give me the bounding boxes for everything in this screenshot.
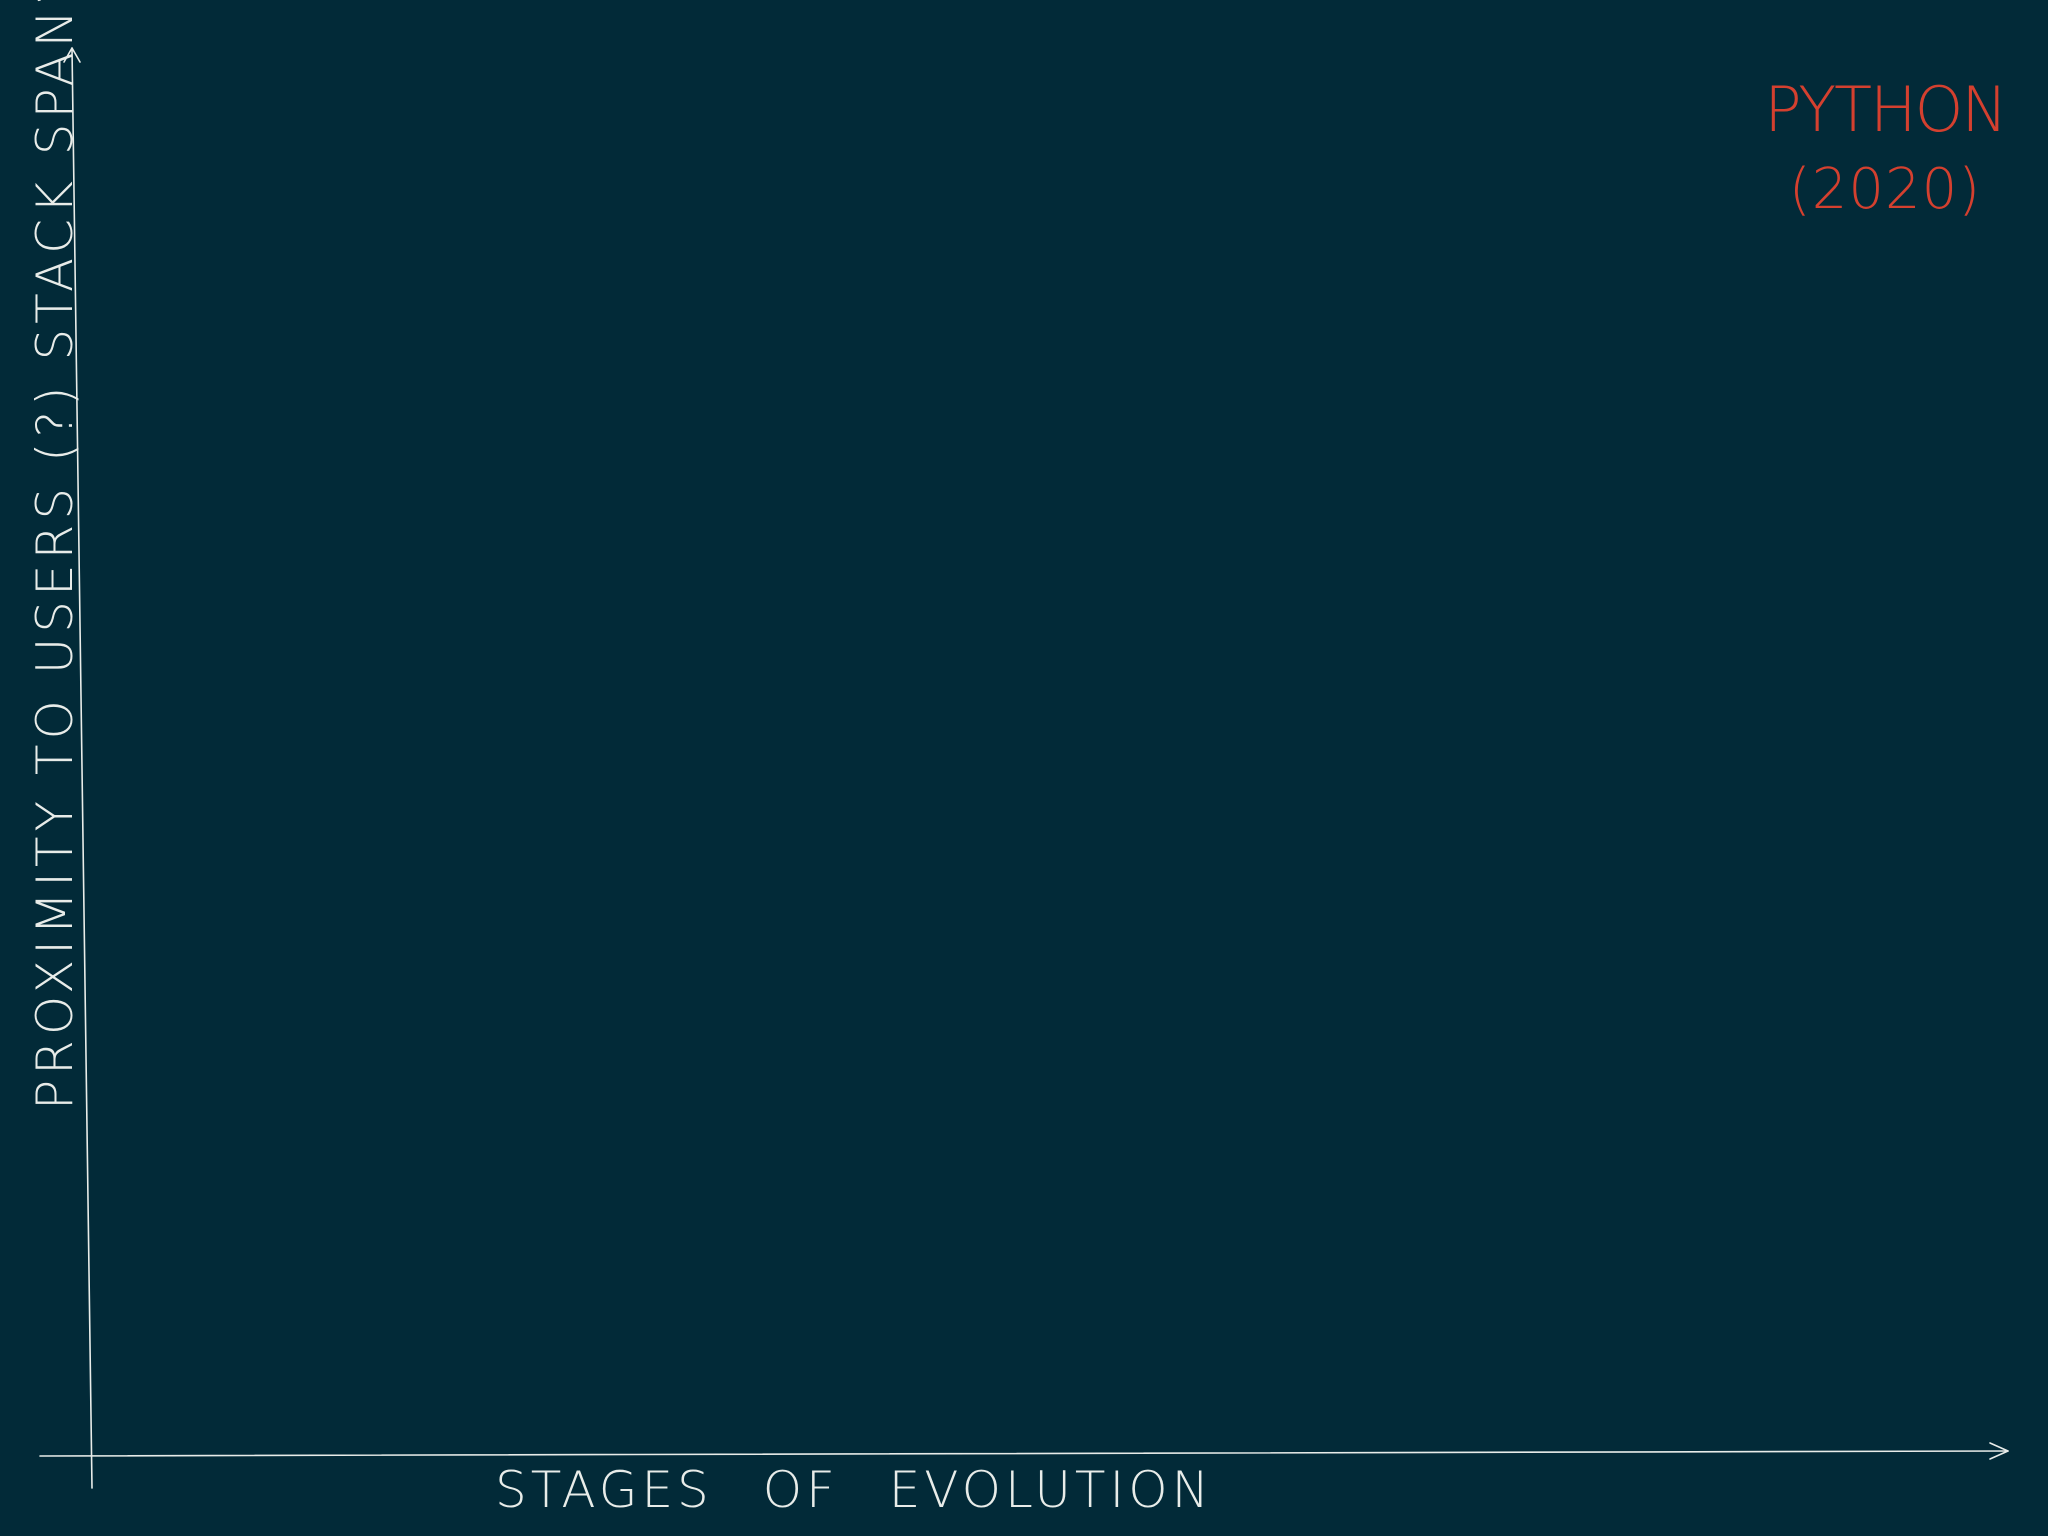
- x-axis-arrowhead-icon: [1989, 1442, 2009, 1460]
- y-axis-label: PROXIMITY TO USERS (?) STACK SPAN?: [26, 0, 84, 1110]
- x-axis-label: STAGES OF EVOLUTION: [495, 1461, 1213, 1519]
- diagram-title: PYTHON: [1764, 73, 2008, 146]
- diagram-subtitle: (2020): [1788, 157, 1982, 222]
- title-block: PYTHON (2020): [1760, 70, 2010, 230]
- y-axis-line: [71, 47, 93, 1489]
- y-axis-arrowhead-icon: [63, 47, 81, 63]
- x-axis-line: [39, 1450, 2009, 1457]
